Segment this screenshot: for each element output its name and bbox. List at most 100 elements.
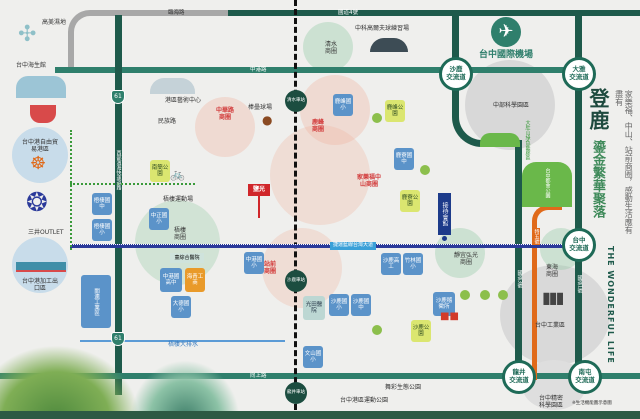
golf-hill-icon: [370, 38, 408, 52]
foliage-decoration: [130, 360, 240, 419]
cargo-ship-icon: [16, 262, 66, 272]
school-label: 沙鹿國小: [330, 298, 348, 311]
foliage-decoration: [0, 345, 140, 419]
sports-park-label: 台中港區運動公園: [340, 397, 389, 404]
bottom-border: [0, 411, 640, 419]
route61-road: [115, 15, 122, 395]
tree-icon: [372, 113, 382, 123]
school-box: 鹿峰國小: [333, 94, 353, 116]
freeway3-road: [515, 140, 522, 380]
gaomei-label: 高美濕地: [42, 19, 67, 26]
interchange-shalu[interactable]: 沙鹿 交流道: [439, 57, 473, 91]
xiangshang-label: 向上路: [250, 373, 267, 379]
park-label: 沙鹿公園: [412, 324, 430, 337]
airplane-icon: ✈: [491, 17, 521, 47]
interchange-taichung[interactable]: 台中 交流道: [562, 228, 596, 262]
brand-sign-logo: 鹽光: [248, 184, 270, 196]
baseball-glove-icon: ●: [262, 113, 273, 127]
interchange-label: 沙鹿 交流道: [446, 65, 466, 81]
interchange-label: 南屯 交流道: [575, 368, 595, 384]
freeway4-road: [228, 10, 640, 16]
mrt-label: 捷運藍線台灣大道: [330, 242, 377, 250]
ferris-wheel-icon: ❂: [26, 188, 48, 218]
zhonggang-road: [55, 67, 580, 73]
park-box: 鹿峰公園: [385, 100, 405, 122]
station-qingshui[interactable]: 清水車站: [285, 90, 307, 112]
freeway1-road: [575, 12, 582, 382]
qingshui-zone: [303, 22, 353, 72]
reception-marker[interactable]: 接待會館: [438, 193, 451, 235]
school-label: 沙鹿稽徵所: [435, 297, 453, 310]
railway: [294, 0, 297, 419]
school-label: 鹿寮國中: [395, 152, 413, 165]
station-label: 龍井車站: [287, 389, 305, 395]
industrial-label: 台中工業區: [535, 322, 566, 329]
golf-label: 中科高爾夫球練習場: [355, 25, 410, 32]
tree-icon: [420, 165, 430, 175]
school-label: 沙鹿高工: [382, 257, 400, 270]
school-box: 竹林國小: [403, 253, 423, 275]
interchange-nantun[interactable]: 南屯 交流道: [568, 360, 602, 394]
title-main: 登鹿: [586, 88, 610, 132]
linhai-road-curve: [68, 10, 98, 70]
school-box: 沙鹿稽徵所: [433, 292, 455, 316]
mrt-blue-line: [70, 244, 580, 248]
airport-label: 台中國際機場: [479, 50, 534, 60]
park-label: 南簡公園: [151, 164, 169, 177]
guanlian-box: 關連工業區: [81, 275, 111, 328]
route61-shield: 61: [111, 332, 125, 346]
school-label: 梧棲國小: [93, 223, 111, 236]
park-box: 鹿寮公園: [400, 190, 420, 212]
guangtian-label: 光田醫院: [305, 301, 323, 314]
school-box: 大德國小: [171, 296, 191, 318]
brand-sign-pole: [258, 196, 260, 218]
shopping-wuqi: 梧棲商圈: [173, 227, 186, 241]
freeway1-label: 國道1號: [576, 275, 583, 294]
linhai-road-label: 臨海路: [168, 10, 185, 16]
factory-chimney-icon: ▮▮▮: [542, 288, 564, 307]
school-box: 中港國高中: [160, 268, 182, 292]
shopping-qingshui: 清水商圈: [324, 41, 337, 55]
fire-truck-icon: ■■: [440, 311, 459, 322]
park-box: 沙鹿公園: [411, 320, 431, 342]
art-center-label: 港區藝術中心: [165, 97, 202, 104]
bike-path: [70, 130, 72, 250]
school-label: 大德國小: [172, 300, 190, 313]
tree-icon: [498, 290, 508, 300]
wind-turbine-icon: ✣: [18, 22, 37, 47]
guanlian-label: 關連工業區: [93, 287, 100, 316]
station-label: 沙鹿車站: [287, 277, 305, 283]
school-label: 竹林國小: [404, 257, 422, 270]
school-box: 中港國小: [244, 252, 264, 274]
precision-label: 台中精密科學園區: [538, 395, 563, 409]
aquarium-label: 台中海生館: [16, 62, 47, 69]
metro-park-label: 台中都會公園: [544, 168, 551, 198]
stadium-label: 梧棲運動場: [163, 196, 194, 203]
park-label: 鹿寮公園: [401, 194, 419, 207]
school-label: 海青工商: [186, 273, 204, 286]
title-tagline: 家樂福、中山、站前商圈，感動生活應有盡有: [614, 90, 634, 234]
coastal-expressway-label: 西部濱海快速道路: [115, 150, 122, 190]
reception-label: 接待會館: [441, 202, 448, 226]
eco-park-label: 舞彩生態公園: [385, 384, 422, 391]
ship-icon: [30, 105, 56, 123]
special5-label: 特五號: [532, 228, 540, 245]
school-box: 梧棲國中: [92, 193, 112, 215]
station-shalu[interactable]: 沙鹿車站: [285, 270, 307, 292]
special5-road: [532, 205, 562, 380]
trees-icon: [480, 133, 520, 147]
guangtian-box: 光田醫院: [303, 296, 325, 320]
interchange-label: 台中 交流道: [569, 236, 589, 252]
drain-line: [80, 340, 285, 342]
school-box: 鹿寮國中: [394, 148, 414, 170]
shopping-zone: [262, 228, 342, 308]
station-longjing[interactable]: 龍井車站: [285, 382, 307, 404]
interchange-daya[interactable]: 大雅 交流道: [562, 57, 596, 91]
interchange-longjing[interactable]: 龍井 交流道: [502, 360, 536, 394]
freeway4-label: 國道4號: [338, 10, 358, 16]
art-center-icon: [150, 78, 195, 94]
shopping-providence: 靜宜弘光商圈: [454, 252, 479, 266]
baseball-label: 棒壘球場: [248, 104, 273, 111]
shopping-station-front: 站前商圈: [263, 261, 276, 275]
